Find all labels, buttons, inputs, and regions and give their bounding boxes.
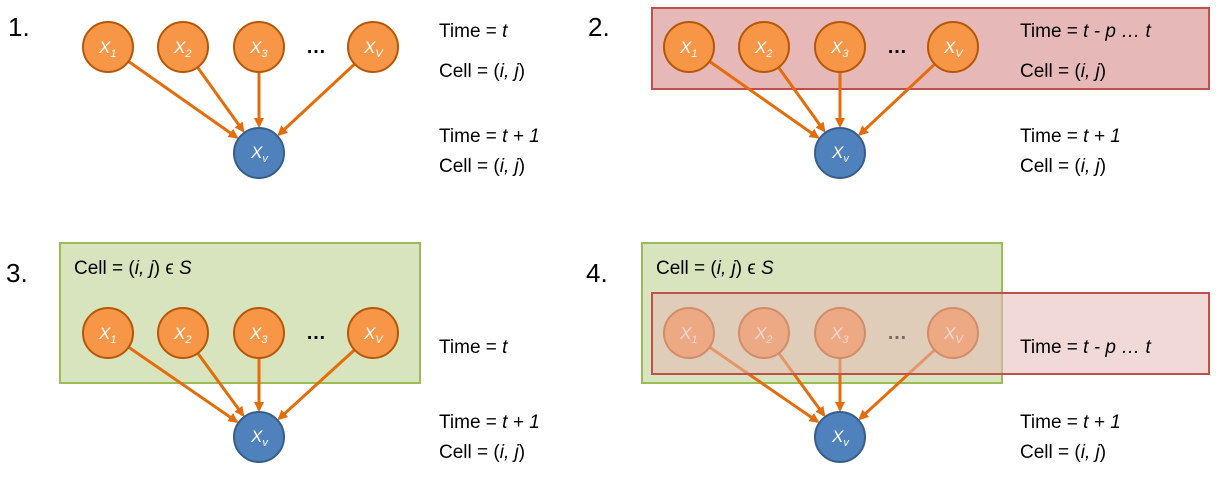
- panel-2-time-top: Time = t - p … t: [1020, 21, 1151, 42]
- panel-3-graph: X1 X2 X3 XV … Xv: [82, 307, 399, 463]
- panel-4-time-top: Time = t - p … t: [1020, 337, 1151, 358]
- panel-3-cell-bottom: Cell = (i, j): [439, 442, 525, 463]
- panel-1-cell-top: Cell = (i, j): [439, 61, 525, 82]
- panel-3-node-x2: X2: [157, 307, 209, 359]
- panel-3-arrow-xV: [277, 348, 356, 421]
- panel-2-node-x3: X3: [814, 21, 866, 73]
- panel-2-cell-top: Cell = (i, j): [1020, 61, 1106, 82]
- panel-2-time-bottom: Time = t + 1: [1020, 126, 1121, 147]
- panel-1-arrow-x1: [127, 60, 239, 139]
- panel-1-node-xV: XV: [347, 21, 399, 73]
- panel-4-cell-bottom: Cell = (i, j): [1020, 442, 1106, 463]
- panel-2-graph: X1 X2 X3 XV … Xv: [663, 21, 979, 179]
- panel-3-node-xV: XV: [347, 307, 399, 359]
- panel-1-time-bottom: Time = t + 1: [439, 126, 540, 147]
- panel-3-ellipsis: …: [306, 322, 326, 344]
- panel-3-node-x3: X3: [233, 307, 285, 359]
- panel-4-time-bottom: Time = t + 1: [1020, 412, 1121, 433]
- panel-4-number: 4.: [586, 258, 608, 288]
- panel-2-node-x2: X2: [738, 21, 790, 73]
- panel-3-time-bottom: Time = t + 1: [439, 412, 540, 433]
- panel-3-node-target: Xv: [233, 411, 285, 463]
- panel-4-time-window-box: [651, 292, 1210, 375]
- panel-2-number: 2.: [588, 12, 610, 42]
- panel-2-node-xV: XV: [927, 21, 979, 73]
- panel-3-cell-set-label: Cell = (i, j) ϵ S: [74, 258, 192, 279]
- panel-2-ellipsis: …: [887, 36, 907, 58]
- panel-4-node-target: Xv: [814, 411, 866, 463]
- panel-2-node-target: Xv: [814, 127, 866, 179]
- panel-1-number: 1.: [8, 12, 30, 42]
- panel-3-arrow-x2: [196, 352, 245, 417]
- panel-1-node-target: Xv: [233, 127, 285, 179]
- panel-2-arrow-x2: [777, 66, 826, 133]
- panel-3-node-x1: X1: [82, 307, 134, 359]
- panel-3-arrow-x1: [127, 345, 239, 423]
- panel-1-arrow-x2: [196, 66, 245, 133]
- panel-2-arrow-x1: [708, 60, 820, 139]
- panel-3-time-top: Time = t: [439, 337, 508, 358]
- panel-2-arrow-xV: [858, 63, 936, 136]
- panel-1-node-x1: X1: [82, 21, 134, 73]
- panel-1-time-top: Time = t: [439, 21, 508, 42]
- panel-2-cell-bottom: Cell = (i, j): [1020, 156, 1106, 177]
- panel-1-node-x2: X2: [157, 21, 209, 73]
- panel-1-ellipsis: …: [306, 36, 326, 58]
- panel-1-arrow-xV: [277, 62, 356, 136]
- panel-3-number: 3.: [6, 258, 28, 288]
- panel-2-node-x1: X1: [663, 21, 715, 73]
- panel-1-cell-bottom: Cell = (i, j): [439, 156, 525, 177]
- panel-4-cell-set-label: Cell = (i, j) ϵ S: [656, 258, 774, 279]
- panel-1-node-x3: X3: [233, 21, 285, 73]
- panel-1-graph: X1 X2 X3 XV … Xv: [82, 21, 399, 179]
